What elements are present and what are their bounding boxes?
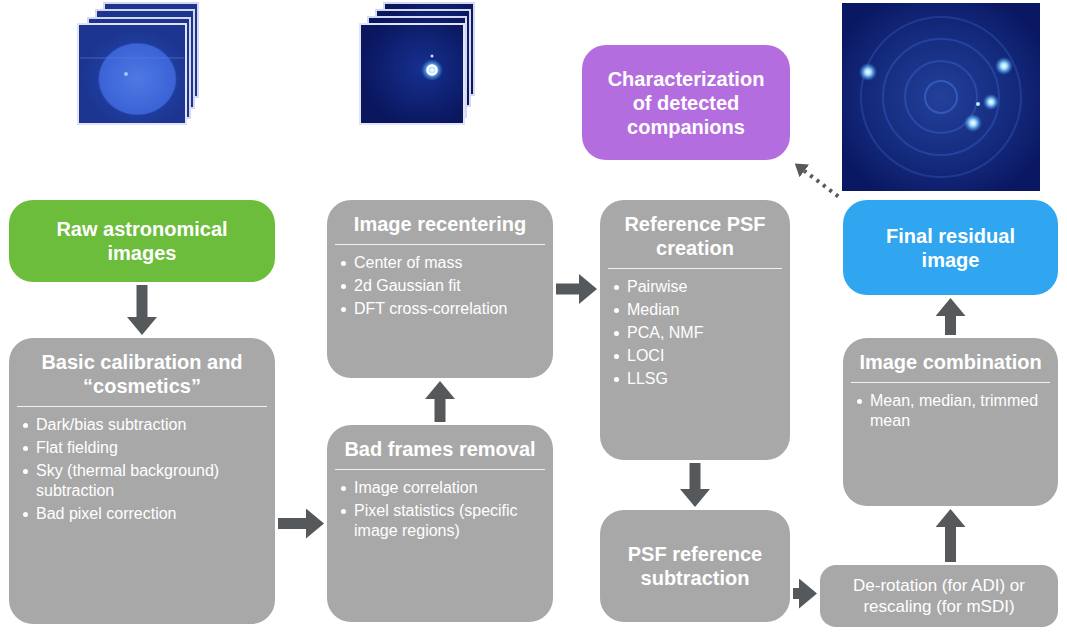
box-heading: Bad frames removal — [339, 437, 541, 461]
bullet-dot — [341, 307, 346, 312]
companion — [859, 63, 877, 81]
heading-rule — [608, 268, 782, 269]
speckle — [976, 102, 980, 106]
flow-arrow — [945, 316, 956, 335]
raw-frame — [78, 24, 186, 124]
bullet-text: Flat fielding — [36, 438, 118, 458]
process-box: Image recenteringCenter of mass 2d Gaussi… — [327, 200, 553, 378]
box-heading: Image recentering — [339, 212, 541, 236]
box-heading: Reference PSF creation — [612, 212, 778, 260]
companion — [983, 94, 999, 110]
bullet-dot — [614, 331, 619, 336]
bullet-dot — [341, 486, 346, 491]
bullet-row: Mean, median, trimmed mean — [857, 391, 1046, 431]
bullet-text: 2d Gaussian fit — [354, 276, 461, 296]
heading-rule — [335, 469, 545, 470]
bullet-dot — [341, 284, 346, 289]
bullet-dot — [23, 469, 28, 474]
bullet-text: Center of mass — [354, 253, 462, 273]
bullet-text: PCA, NMF — [627, 323, 703, 343]
bullet-dot — [23, 512, 28, 517]
bullet-row: PCA, NMF — [614, 323, 778, 343]
flow-arrow — [435, 399, 446, 422]
process-box: PSF reference subtraction — [600, 510, 790, 622]
bullet-text: Median — [627, 300, 679, 320]
bullet-text: Pixel statistics (specific image regions… — [354, 501, 541, 541]
bullet-row: 2d Gaussian fit — [341, 276, 541, 296]
bullet-dot — [614, 308, 619, 313]
bullet-dot — [341, 509, 346, 514]
flow-arrow — [945, 527, 956, 562]
companion — [995, 57, 1013, 75]
speckle — [431, 55, 434, 58]
bullet-row: LLSG — [614, 369, 778, 389]
bullet-row: Flat fielding — [23, 438, 263, 458]
residual-frame — [842, 3, 1040, 191]
bullet-dot — [341, 261, 346, 266]
box-heading: Raw astronomical images — [23, 217, 261, 265]
heading-rule — [335, 244, 545, 245]
centered-frame — [360, 24, 464, 124]
box-heading: Characterization of detected companions — [596, 67, 776, 139]
process-box: Reference PSF creationPairwiseMedianPCA,… — [600, 200, 790, 460]
raw-frames-stack — [78, 3, 198, 124]
bullet-text: Dark/bias subtraction — [36, 415, 186, 435]
flow-arrow — [137, 285, 148, 317]
box-heading: Image combination — [855, 350, 1046, 374]
bullet-dot — [614, 285, 619, 290]
heading-rule — [17, 406, 267, 407]
bullet-text: Sky (thermal background) subtraction — [36, 461, 263, 501]
bullet-text: Bad pixel correction — [36, 504, 177, 524]
dotted-arrow — [804, 171, 838, 197]
bullet-dot — [857, 399, 862, 404]
process-box: Bad frames removalImage correlationPixel… — [327, 425, 553, 622]
flow-arrow — [556, 284, 579, 295]
box-heading: Final residual image — [857, 224, 1044, 272]
residual-image — [842, 3, 1040, 191]
bullet-text: Mean, median, trimmed mean — [870, 391, 1046, 431]
star-glow — [421, 59, 443, 81]
bullet-dot — [614, 354, 619, 359]
flow-arrow — [278, 518, 306, 529]
bullet-row: Dark/bias subtraction — [23, 415, 263, 435]
bullet-row: LOCI — [614, 346, 778, 366]
bullet-row: Median — [614, 300, 778, 320]
box-text: De-rotation (for ADI) or rescaling (for … — [834, 575, 1044, 617]
bullet-dot — [23, 446, 28, 451]
centered-frames-stack — [360, 3, 474, 124]
bullet-row: Pixel statistics (specific image regions… — [341, 501, 541, 541]
bullet-text: LLSG — [627, 369, 668, 389]
bullet-text: Pairwise — [627, 277, 687, 297]
bullet-row: DFT cross-correlation — [341, 299, 541, 319]
residual-ring — [883, 39, 999, 155]
bullet-dot — [23, 423, 28, 428]
input-box: Raw astronomical images — [9, 200, 275, 282]
box-heading: Basic calibration and “cosmetics” — [21, 350, 263, 398]
result-box: Characterization of detected companions — [582, 45, 790, 160]
flow-arrow — [690, 463, 701, 489]
star-ring — [428, 66, 437, 75]
process-box: Image combinationMean, median, trimmed m… — [843, 338, 1058, 506]
heading-rule — [851, 382, 1050, 383]
bullet-row: Pairwise — [614, 277, 778, 297]
faint-star — [124, 72, 128, 76]
residual-ring — [861, 17, 1021, 177]
bullet-text: Image correlation — [354, 478, 478, 498]
process-box: De-rotation (for ADI) or rescaling (for … — [820, 565, 1058, 627]
process-box: Basic calibration and “cosmetics” Dark/bi… — [9, 338, 275, 624]
residual-ring — [925, 81, 957, 113]
bullet-row: Center of mass — [341, 253, 541, 273]
flow-arrow — [793, 588, 799, 599]
bullet-text: LOCI — [627, 346, 664, 366]
box-heading: PSF reference subtraction — [614, 542, 776, 590]
companion — [964, 114, 982, 132]
bullet-row: Bad pixel correction — [23, 504, 263, 524]
output-box: Final residual image — [843, 200, 1058, 295]
bullet-dot — [614, 377, 619, 382]
bullet-row: Image correlation — [341, 478, 541, 498]
detector-row — [80, 58, 184, 59]
bullet-row: Sky (thermal background) subtraction — [23, 461, 263, 501]
bullet-text: DFT cross-correlation — [354, 299, 508, 319]
